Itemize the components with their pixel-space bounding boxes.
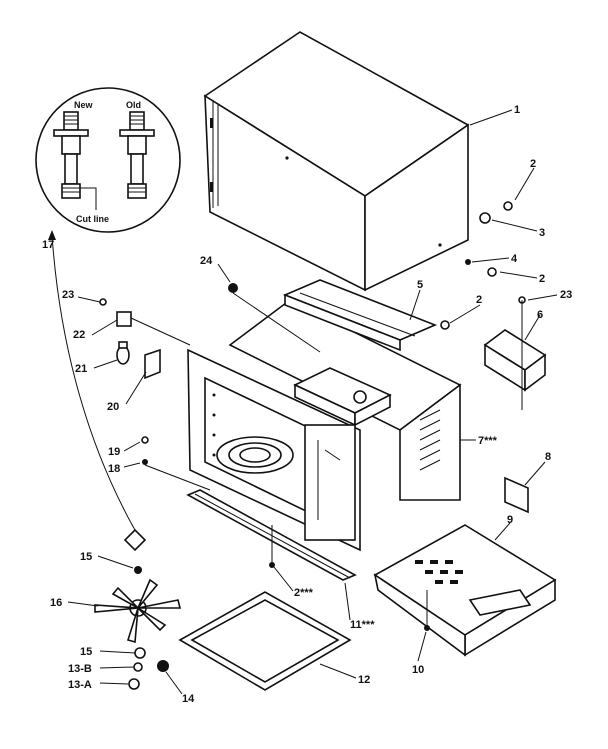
callout-15: 15 [80,551,92,563]
frame-holes [212,393,216,457]
callout-17: 17 [42,239,54,251]
callout-14: 14 [182,693,195,705]
callout-10: 10 [412,664,424,676]
callout-24: 24 [200,255,213,267]
plate-8 [504,476,529,514]
callout-2: 2 [530,158,536,170]
outer-cabinet [203,31,470,292]
callout-7: 7*** [478,435,498,447]
callout-13-a: 13-A [68,679,92,691]
callout-18: 18 [108,463,120,475]
callout-16: 16 [50,597,62,609]
plate-20 [144,348,161,380]
stirrer-fan [94,578,182,644]
vent-slots [419,409,441,471]
callout-21: 21 [75,363,87,375]
callout-22: 22 [73,329,85,341]
lamp-21 [116,341,130,365]
socket-22 [116,311,191,346]
callout-3: 3 [539,227,545,239]
callout-8: 8 [545,451,551,463]
front-frame [187,348,361,552]
new-stud [53,111,89,199]
inset-new-label: New [74,100,94,110]
callout-labels: 1 2 3 4 2 5 2 23 6 24 17 23 22 21 20 19 … [42,104,572,705]
callout-2: 2*** [294,587,314,599]
old-stud [119,111,155,199]
callout-13-b: 13-B [68,663,92,675]
callout-2: 2 [476,294,482,306]
inset-old-label: Old [126,100,141,110]
top-bracket-rail [282,279,438,352]
callout-11: 11*** [350,619,375,631]
callout-2: 2 [539,273,545,285]
leader-lines [67,109,558,695]
drive-assembly [48,230,182,690]
mount-lines [144,292,523,628]
callout-6: 6 [537,309,543,321]
inset-cut-line-label: Cut line [76,214,109,224]
callout-4: 4 [511,253,518,265]
bottom-plate [373,524,557,657]
chassis [228,279,462,501]
callout-20: 20 [107,401,119,413]
plate-slots [415,560,463,584]
callout-1: 1 [514,104,520,116]
screws [99,201,526,631]
bracket-6 [483,329,547,392]
callout-19: 19 [108,446,120,458]
callout-9: 9 [507,514,513,526]
glass-tray [178,591,352,691]
callout-12: 12 [358,674,370,686]
callout-15: 15 [80,646,92,658]
callout-5: 5 [417,279,423,291]
callout-23: 23 [62,289,74,301]
stud-detail-inset: New Old Cut line [35,87,181,233]
callout-23: 23 [560,289,572,301]
magnetron [293,367,392,427]
